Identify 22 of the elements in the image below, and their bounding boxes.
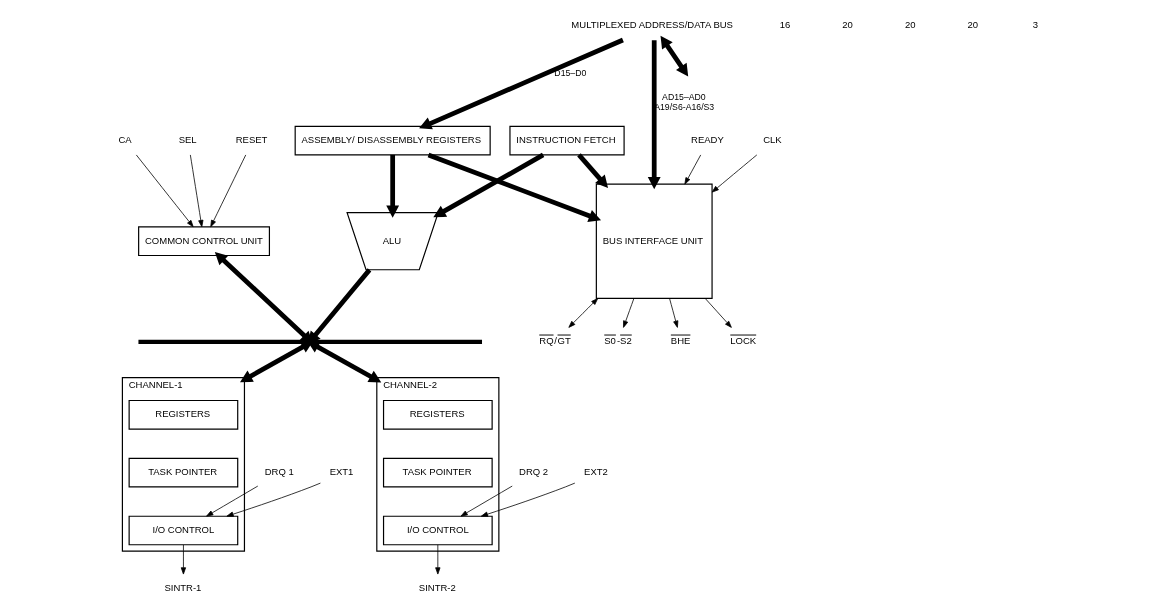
node-text: BHE — [670, 334, 690, 346]
label: 3 — [1032, 19, 1038, 31]
label: 20 — [967, 19, 978, 31]
node-text: RESET — [235, 134, 267, 146]
node-text: SINTR-2 — [418, 581, 456, 593]
label: 20 — [841, 19, 853, 31]
label: 20 — [904, 19, 915, 31]
node-text: EXT1 — [329, 466, 353, 478]
node-text: READY — [690, 134, 724, 146]
node-text: MULTIPLEXED ADDRESS/DATA BUS — [570, 19, 733, 31]
node-text: S0-S2 — [603, 334, 632, 346]
edge-label: D15–D0 — [553, 68, 586, 79]
node-text: SINTR-1 — [163, 581, 201, 593]
node-text: DRQ 1 — [264, 466, 294, 478]
label: 16 — [779, 19, 790, 31]
node-text: SEL — [178, 134, 197, 146]
node-text: LOCK — [729, 334, 756, 346]
node-text: DRQ 2 — [518, 466, 548, 478]
node-text: EXT2 — [583, 466, 608, 478]
node-text: RQ/GT — [538, 334, 571, 346]
node-text: CA — [117, 134, 132, 146]
node-text: CLK — [762, 134, 782, 146]
